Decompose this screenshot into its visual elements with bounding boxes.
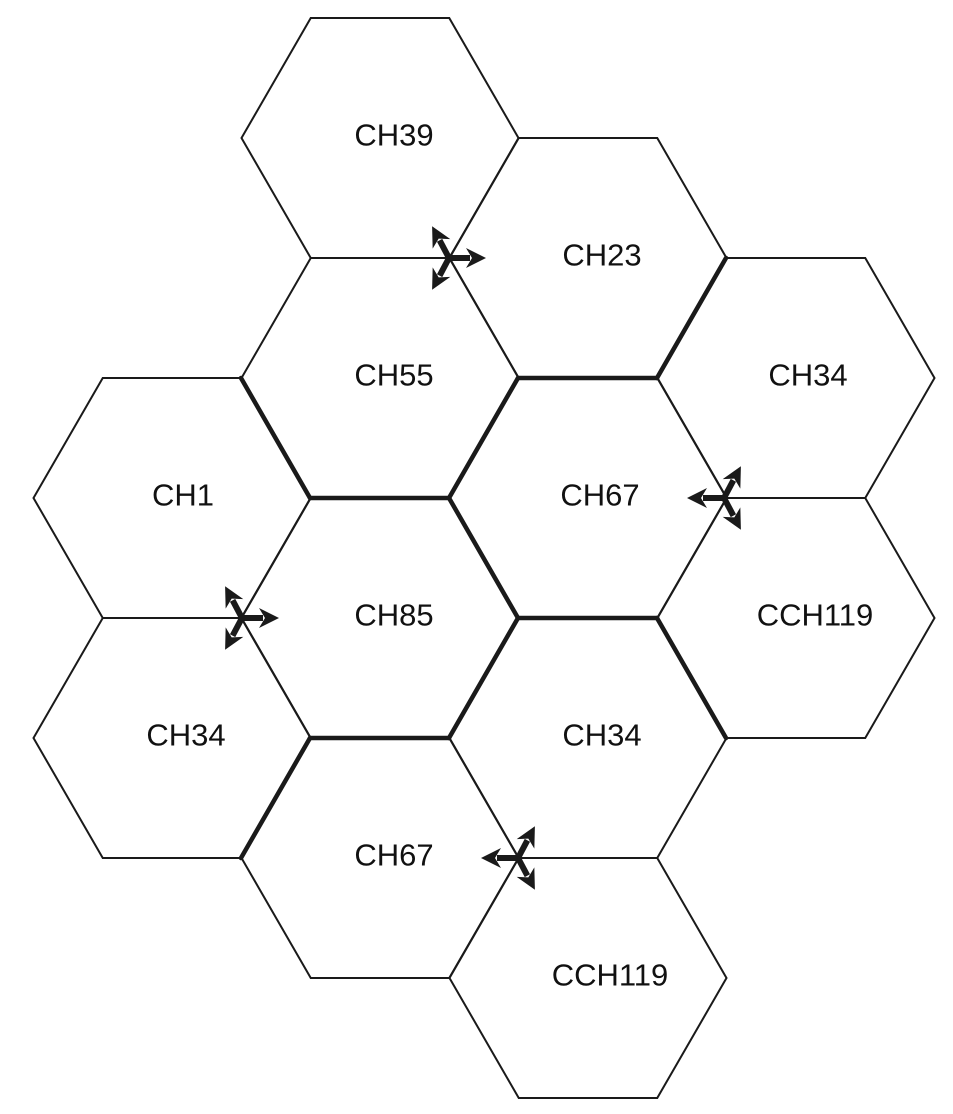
channel-label: CH34 bbox=[768, 358, 847, 393]
hex-cells-layer bbox=[32, 17, 936, 1099]
handoff-arrows-icon bbox=[687, 466, 741, 530]
handoff-arrows-icon bbox=[481, 826, 535, 890]
cluster-boundary-edge bbox=[446, 375, 521, 501]
handoff-arrows-icon bbox=[432, 226, 486, 290]
channel-label: CCH119 bbox=[757, 598, 874, 633]
channel-label: CH55 bbox=[354, 358, 433, 393]
cluster-boundary-edge bbox=[654, 615, 729, 741]
channel-label: CH23 bbox=[562, 238, 641, 273]
cluster-boundary-edge bbox=[238, 375, 313, 501]
cluster-boundary-edge bbox=[446, 495, 521, 621]
cluster-boundary-edge bbox=[238, 735, 313, 861]
channel-label: CCH119 bbox=[552, 958, 669, 993]
cluster-boundary-layer bbox=[238, 255, 729, 861]
channel-label: CH67 bbox=[354, 838, 433, 873]
channel-label: CH1 bbox=[152, 478, 214, 513]
cluster-boundary-edge bbox=[446, 615, 521, 741]
channel-label: CH34 bbox=[146, 718, 225, 753]
handoff-markers-layer bbox=[225, 226, 741, 890]
handoff-arrows-icon bbox=[225, 586, 279, 650]
channel-label: CH85 bbox=[354, 598, 433, 633]
channel-label: CH39 bbox=[354, 118, 433, 153]
channel-label: CH67 bbox=[560, 478, 639, 513]
cluster-boundary-edge bbox=[654, 255, 729, 381]
channel-label: CH34 bbox=[562, 718, 641, 753]
